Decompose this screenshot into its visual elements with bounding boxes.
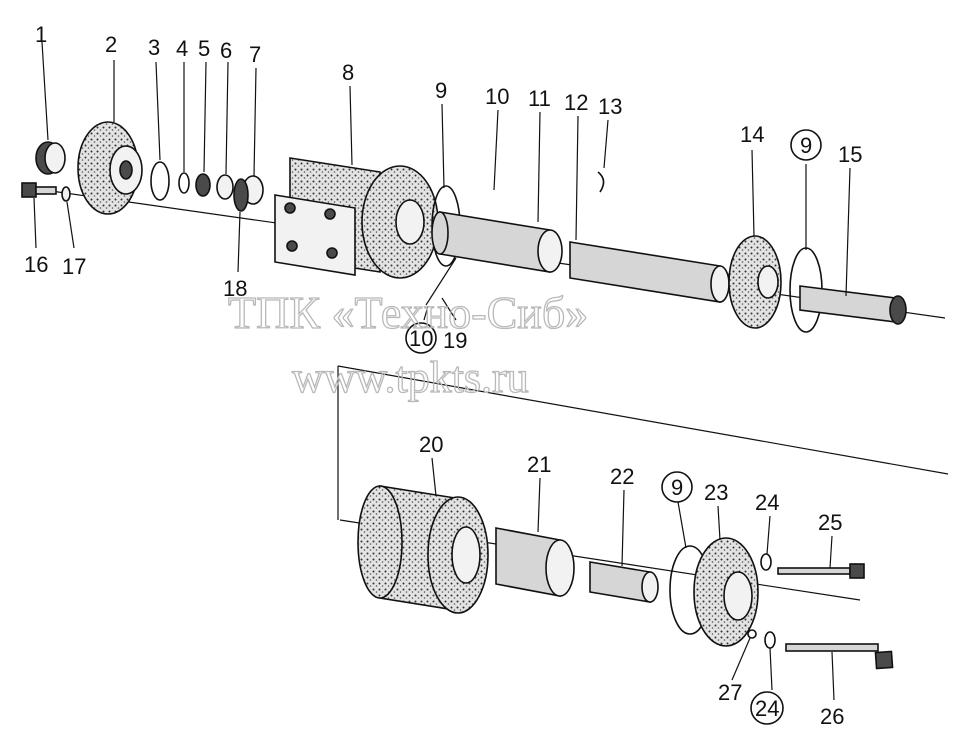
label-7: 7 bbox=[249, 42, 261, 67]
part-15-drive-shaft bbox=[799, 285, 907, 325]
leader-16 bbox=[33, 197, 37, 249]
leader-17 bbox=[66, 201, 75, 249]
label-14: 14 bbox=[740, 122, 764, 147]
label-10: 10 bbox=[485, 84, 509, 109]
part-24b-washer bbox=[764, 631, 776, 649]
part-number-labels: 1 2 3 4 5 6 7 8 9 10 11 12 13 14 9 15 16… bbox=[24, 22, 862, 729]
label-24b: 24 bbox=[755, 696, 779, 721]
leader-14 bbox=[751, 149, 755, 237]
leader-15 bbox=[845, 167, 851, 297]
upper-assembly bbox=[21, 41, 946, 333]
part-13-key bbox=[597, 171, 605, 193]
leader-24b bbox=[769, 647, 773, 691]
leader-10 bbox=[493, 109, 499, 191]
label-9b: 9 bbox=[800, 133, 812, 158]
part-21-outer-gear bbox=[495, 527, 575, 597]
label-16: 16 bbox=[24, 252, 48, 277]
part-2-flange bbox=[77, 121, 143, 215]
part-26-bolt bbox=[785, 643, 894, 670]
part-5-bearing bbox=[195, 173, 211, 197]
part-27-ball bbox=[747, 629, 757, 639]
leader-12 bbox=[575, 115, 579, 241]
label-21: 21 bbox=[527, 452, 551, 477]
label-24: 24 bbox=[755, 490, 779, 515]
part-20-gear-housing bbox=[357, 485, 489, 614]
label-27: 27 bbox=[718, 680, 742, 705]
part-17-washer bbox=[61, 186, 71, 202]
part-18-seal bbox=[233, 178, 249, 212]
leader-27 bbox=[731, 637, 751, 681]
label-8: 8 bbox=[342, 60, 354, 85]
label-23: 23 bbox=[704, 480, 728, 505]
label-9: 9 bbox=[435, 78, 447, 103]
label-2: 2 bbox=[105, 32, 117, 57]
label-19: 19 bbox=[443, 328, 467, 353]
label-25: 25 bbox=[818, 510, 842, 535]
part-14-disc bbox=[728, 235, 782, 329]
leader-25 bbox=[829, 535, 833, 569]
leader-7 bbox=[253, 67, 257, 177]
part-3-o-ring bbox=[150, 161, 170, 201]
leader-21 bbox=[537, 477, 541, 533]
part-12-splined-shaft bbox=[569, 241, 730, 303]
lower-assembly bbox=[339, 457, 894, 701]
circle-10b bbox=[405, 322, 437, 354]
leader-9c bbox=[677, 501, 687, 549]
part-11-sleeve bbox=[431, 211, 563, 273]
label-5: 5 bbox=[198, 36, 210, 61]
leader-18 bbox=[237, 211, 241, 273]
divider-line bbox=[337, 365, 949, 475]
part-6-washer bbox=[216, 174, 234, 200]
watermark-url: www.tpkts.ru bbox=[292, 353, 529, 402]
watermark-company: ТПК «Техно-Сиб» bbox=[228, 287, 588, 338]
label-10b: 10 bbox=[409, 326, 433, 351]
label-26: 26 bbox=[820, 704, 844, 729]
leader-10b bbox=[423, 305, 429, 321]
part-23-end-cover bbox=[693, 537, 759, 647]
leader-6 bbox=[225, 61, 229, 175]
label-9c: 9 bbox=[671, 475, 683, 500]
leader-1 bbox=[41, 41, 49, 141]
label-4: 4 bbox=[176, 36, 188, 61]
label-3: 3 bbox=[148, 35, 160, 60]
part-1-nut bbox=[35, 141, 66, 175]
leader-11 bbox=[537, 111, 541, 223]
leader-26 bbox=[831, 651, 835, 701]
label-13: 13 bbox=[598, 94, 622, 119]
leader-24 bbox=[766, 515, 771, 555]
label-22: 22 bbox=[610, 464, 634, 489]
label-17: 17 bbox=[62, 254, 86, 279]
circle-24b bbox=[750, 691, 784, 725]
leader-20 bbox=[431, 457, 437, 497]
label-1: 1 bbox=[35, 22, 47, 47]
circle-9c bbox=[661, 471, 693, 503]
part-4-ring bbox=[178, 172, 190, 194]
leader-3 bbox=[155, 61, 161, 161]
leader-9 bbox=[441, 103, 445, 189]
leader-19 bbox=[441, 297, 457, 321]
leader-22 bbox=[621, 489, 625, 567]
part-25-bolt bbox=[777, 563, 865, 579]
circle-9b bbox=[790, 129, 822, 161]
part-16-bolt bbox=[21, 182, 57, 198]
leader-8 bbox=[349, 85, 353, 166]
leader-5 bbox=[203, 61, 207, 173]
label-11: 11 bbox=[528, 86, 551, 111]
part-19-pin bbox=[425, 257, 457, 306]
label-6: 6 bbox=[220, 38, 232, 63]
label-12: 12 bbox=[564, 90, 588, 115]
part-8-housing bbox=[274, 157, 439, 279]
label-20: 20 bbox=[419, 432, 443, 457]
leader-13 bbox=[603, 119, 609, 169]
part-24-washer bbox=[760, 553, 772, 571]
leader-23 bbox=[717, 505, 721, 541]
label-18: 18 bbox=[223, 276, 247, 301]
part-22-inner-gear bbox=[589, 561, 659, 603]
label-15: 15 bbox=[838, 142, 862, 167]
